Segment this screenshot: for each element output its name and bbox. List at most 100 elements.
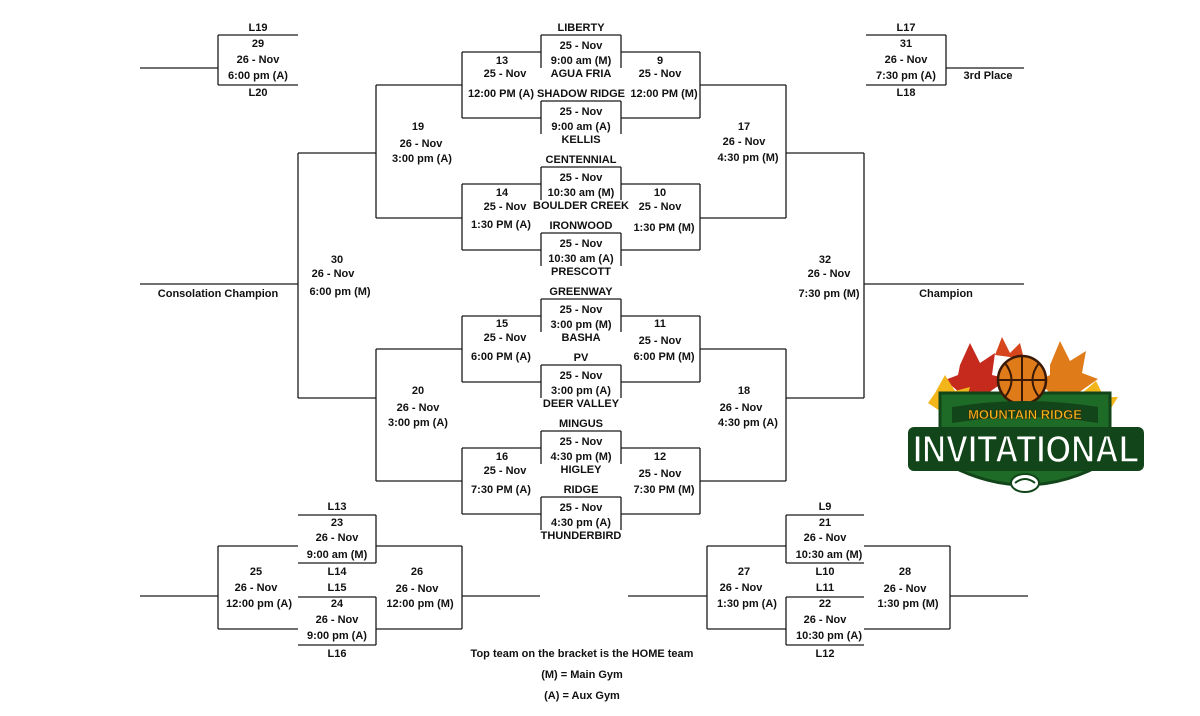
- seed-l12: L12: [815, 648, 835, 660]
- game-14-date: 25 - Nov: [483, 201, 527, 213]
- game-2-time: 9:00 am (A): [551, 121, 611, 133]
- game-3-time: 10:30 am (M): [547, 187, 615, 199]
- team-mingus: MINGUS: [559, 418, 603, 430]
- team-deer-valley: DEER VALLEY: [542, 398, 620, 410]
- game-11-time: 6:00 PM (M): [633, 351, 695, 363]
- game-10-number: 10: [653, 187, 667, 199]
- game-25-number: 25: [249, 566, 263, 578]
- team-greenway: GREENWAY: [549, 286, 613, 298]
- game-10-time: 1:30 PM (M): [633, 222, 695, 234]
- game-21-time: 10:30 am (M): [795, 549, 863, 561]
- team-kellis: KELLIS: [561, 134, 601, 146]
- logo-line2: INVITATIONAL: [913, 429, 1139, 471]
- game-26-date: 26 - Nov: [395, 583, 439, 595]
- game-14-number: 14: [495, 187, 509, 199]
- game-1-time: 9:00 am (M): [550, 55, 612, 67]
- team-liberty: LIBERTY: [557, 22, 605, 34]
- home-team-note: Top team on the bracket is the HOME team: [470, 648, 694, 660]
- game-25-date: 26 - Nov: [234, 582, 278, 594]
- game-11-number: 11: [654, 318, 666, 330]
- seed-l18: L18: [896, 87, 916, 99]
- game-9-date: 25 - Nov: [638, 68, 682, 80]
- game-30-date: 26 - Nov: [311, 268, 355, 280]
- game-28-number: 28: [898, 566, 912, 578]
- logo-graphic: MOUNTAIN RIDGE INVITATIONAL: [908, 337, 1144, 493]
- game-13-time: 12:00 PM (A): [467, 88, 535, 100]
- game-21-date: 26 - Nov: [803, 532, 847, 544]
- game-24-date: 26 - Nov: [315, 614, 359, 626]
- game-23-time: 9:00 am (M): [306, 549, 368, 561]
- game-22-date: 26 - Nov: [803, 614, 847, 626]
- game-27-number: 27: [737, 566, 751, 578]
- team-boulder-creek: BOULDER CREEK: [533, 200, 629, 212]
- game-18-time: 4:30 pm (A): [718, 417, 778, 429]
- game-16-date: 25 - Nov: [483, 465, 527, 477]
- game-9-time: 12:00 PM (M): [630, 88, 698, 100]
- game-31-date: 26 - Nov: [884, 54, 928, 66]
- seed-l16: L16: [327, 648, 347, 660]
- game-4-time: 10:30 am (A): [548, 253, 614, 265]
- game-27-time: 1:30 pm (A): [717, 598, 777, 610]
- seed-l14: L14: [327, 566, 347, 578]
- game-31-time: 7:30 pm (A): [876, 70, 936, 82]
- game-17-time: 4:30 pm (M): [717, 152, 779, 164]
- game-18-date: 26 - Nov: [719, 402, 763, 414]
- game-2-date: 25 - Nov: [559, 106, 603, 118]
- game-32-time: 7:30 pm (M): [798, 288, 860, 300]
- main-gym-note: (M) = Main Gym: [541, 669, 623, 681]
- game-26-time: 12:00 pm (M): [386, 598, 454, 610]
- game-6-time: 3:00 pm (A): [551, 385, 611, 397]
- game-28-time: 1:30 pm (M): [877, 598, 939, 610]
- game-31-number: 31: [899, 38, 913, 50]
- seed-l17: L17: [896, 22, 916, 34]
- aux-gym-note: (A) = Aux Gym: [544, 690, 620, 702]
- seed-l20: L20: [248, 87, 268, 99]
- game-11-date: 25 - Nov: [638, 335, 682, 347]
- game-6-date: 25 - Nov: [559, 370, 603, 382]
- game-19-number: 19: [411, 121, 425, 133]
- game-16-number: 16: [495, 451, 509, 463]
- team-shadow-ridge: SHADOW RIDGE: [537, 88, 625, 100]
- game-32-number: 32: [818, 254, 832, 266]
- team-thunderbird: THUNDERBIRD: [540, 530, 622, 542]
- game-22-time: 10:30 pm (A): [795, 630, 863, 642]
- game-20-date: 26 - Nov: [396, 402, 440, 414]
- game-22-number: 22: [818, 598, 832, 610]
- game-13-date: 25 - Nov: [483, 68, 527, 80]
- team-pv: PV: [573, 352, 589, 364]
- game-32-date: 26 - Nov: [807, 268, 851, 280]
- logo-line1: MOUNTAIN RIDGE: [968, 407, 1082, 422]
- game-18-number: 18: [737, 385, 751, 397]
- game-28-date: 26 - Nov: [883, 583, 927, 595]
- game-4-date: 25 - Nov: [559, 238, 603, 250]
- game-15-number: 15: [495, 318, 509, 330]
- consolation-champion-label: Consolation Champion: [157, 288, 279, 300]
- team-higley: HIGLEY: [560, 464, 602, 476]
- seed-l11: L11: [815, 582, 835, 594]
- game-1-date: 25 - Nov: [559, 40, 603, 52]
- game-19-date: 26 - Nov: [399, 138, 443, 150]
- game-23-date: 26 - Nov: [315, 532, 359, 544]
- game-7-date: 25 - Nov: [559, 436, 603, 448]
- game-12-number: 12: [653, 451, 667, 463]
- game-24-number: 24: [330, 598, 344, 610]
- game-5-time: 3:00 pm (M): [550, 319, 612, 331]
- game-3-date: 25 - Nov: [559, 172, 603, 184]
- game-8-date: 25 - Nov: [559, 502, 603, 514]
- game-29-time: 6:00 pm (A): [228, 70, 288, 82]
- game-21-number: 21: [818, 517, 832, 529]
- game-20-number: 20: [411, 385, 425, 397]
- game-17-number: 17: [737, 121, 751, 133]
- team-ridge: RIDGE: [563, 484, 599, 496]
- game-20-time: 3:00 pm (A): [388, 417, 448, 429]
- game-25-time: 12:00 pm (A): [225, 598, 293, 610]
- game-12-time: 7:30 PM (M): [633, 484, 695, 496]
- game-14-time: 1:30 PM (A): [471, 219, 531, 231]
- team-ironwood: IRONWOOD: [549, 220, 613, 232]
- game-23-number: 23: [330, 517, 344, 529]
- game-12-date: 25 - Nov: [638, 468, 682, 480]
- seed-l15: L15: [327, 582, 347, 594]
- game-29-number: 29: [251, 38, 265, 50]
- seed-l9: L9: [818, 501, 832, 513]
